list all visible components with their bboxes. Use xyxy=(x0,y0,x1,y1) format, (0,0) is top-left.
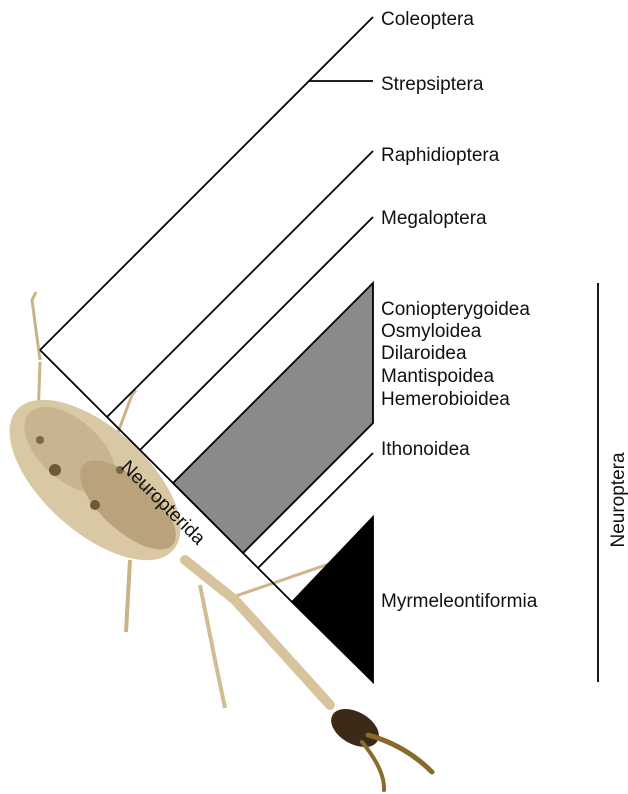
taxon-label-mantispoidea: Mantispoidea xyxy=(381,366,494,387)
taxon-label-coniopterygoidea: Coniopterygoidea xyxy=(381,299,530,320)
taxon-label-raphidioptera: Raphidioptera xyxy=(381,145,500,166)
taxon-label-osmyloidea: Osmyloidea xyxy=(381,321,482,342)
taxon-label-strepsiptera: Strepsiptera xyxy=(381,74,484,95)
taxon-label-dilaroidea: Dilaroidea xyxy=(381,343,467,364)
taxon-label-coleoptera: Coleoptera xyxy=(381,9,474,30)
collapsed-clade-neuroptera-superfamilies xyxy=(173,283,373,553)
taxon-label-megaloptera: Megaloptera xyxy=(381,208,487,229)
taxon-label-hemerobioidea: Hemerobioidea xyxy=(381,389,510,410)
branch-coleoptera-strepsiptera xyxy=(40,17,373,350)
collapsed-clade-myrmeleontiformia xyxy=(292,517,373,682)
taxon-label-ithonoidea: Ithonoidea xyxy=(381,439,470,460)
clade-label-neuroptera: Neuroptera xyxy=(608,452,628,547)
taxon-label-myrmeleontiformia: Myrmeleontiformia xyxy=(381,591,538,612)
